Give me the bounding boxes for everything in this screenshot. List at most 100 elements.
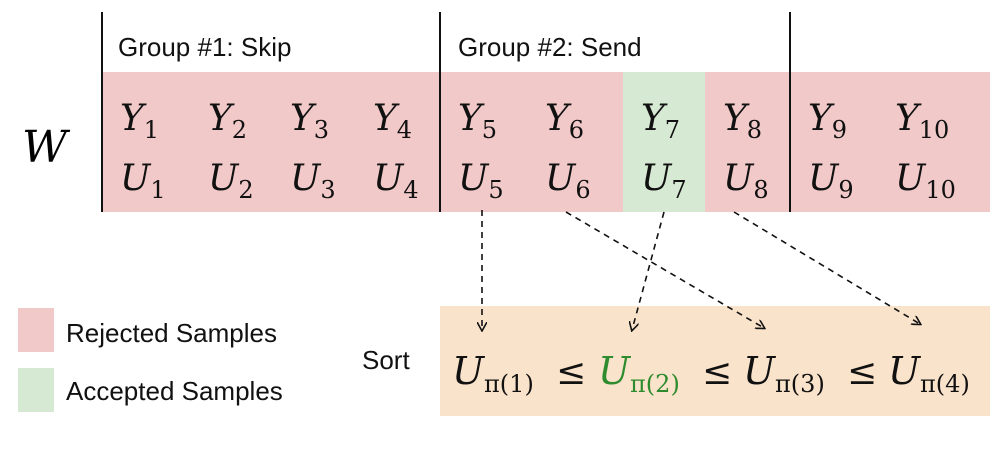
sample-u-4: U4	[373, 158, 419, 204]
sample-y-3: Y3	[290, 98, 329, 144]
sample-y-base: Y	[458, 98, 485, 139]
sort-label: Sort	[362, 345, 410, 375]
legend: Rejected Samples Accepted Samples	[18, 308, 283, 412]
sample-y-base: Y	[545, 98, 572, 139]
arrow-u6-to-pi3	[565, 211, 764, 328]
sample-u-subscript: 6	[575, 176, 590, 204]
sort-term-subscript: π(4)	[920, 370, 970, 398]
sample-y-7: Y7	[641, 98, 680, 144]
sample-u-2: U2	[208, 158, 254, 204]
sort-term-subscript: π(1)	[484, 370, 534, 398]
sample-y-10: Y10	[895, 98, 949, 144]
sample-cell-7	[623, 72, 705, 212]
sample-u-8: U8	[723, 158, 769, 204]
sample-u-base: U	[723, 158, 755, 199]
sample-y-subscript: 2	[232, 116, 247, 144]
group-dividers	[101, 12, 791, 212]
sample-u-base: U	[120, 158, 152, 199]
sample-u-subscript: 9	[838, 176, 853, 204]
sort-box	[440, 306, 990, 416]
sample-y-subscript: 6	[569, 116, 584, 144]
sample-y-4: Y4	[373, 98, 412, 144]
sample-y-base: Y	[895, 98, 922, 139]
sort-arrows	[482, 210, 920, 330]
sort-operator-3: ≤	[847, 352, 877, 393]
sample-y-base: Y	[373, 98, 400, 139]
sample-u-subscript: 2	[238, 176, 253, 204]
sample-cell-9	[790, 72, 877, 212]
sample-u-9: U9	[808, 158, 854, 204]
sample-u-base: U	[641, 158, 673, 199]
sample-y-1: Y1	[120, 98, 159, 144]
sample-y-2: Y2	[208, 98, 247, 144]
sample-u-base: U	[208, 158, 240, 199]
sample-y-base: Y	[723, 98, 750, 139]
sample-y-subscript: 10	[919, 116, 950, 144]
legend-label-rejected: Rejected Samples	[66, 318, 277, 348]
sample-u-subscript: 4	[403, 176, 418, 204]
sample-y-5: Y5	[458, 98, 497, 144]
sample-u-3: U3	[290, 158, 336, 204]
sample-y-subscript: 4	[397, 116, 412, 144]
sort-operator-2: ≤	[702, 352, 732, 393]
sample-symbols: Y1U1Y2U2Y3U3Y4U4Y5U5Y6U6Y7U7Y8U8Y9U9Y10U…	[120, 98, 956, 204]
sample-u-7: U7	[641, 158, 687, 204]
sample-u-base: U	[373, 158, 405, 199]
sample-cell-3	[272, 72, 355, 212]
group-1-label: Group #1: Skip	[118, 32, 291, 62]
sample-y-base: Y	[120, 98, 147, 139]
legend-swatch-accepted	[18, 368, 54, 412]
sample-u-subscript: 3	[320, 176, 335, 204]
sample-y-base: Y	[808, 98, 835, 139]
sort-term-base: U	[452, 349, 486, 393]
sample-u-subscript: 7	[671, 176, 686, 204]
sort-term-subscript: π(3)	[775, 370, 825, 398]
sample-u-6: U6	[545, 158, 591, 204]
sample-u-base: U	[290, 158, 322, 199]
sort-term-base: U	[598, 349, 632, 393]
sample-u-subscript: 5	[488, 176, 503, 204]
sort-term-2: Uπ(2)	[598, 349, 680, 398]
sample-y-8: Y8	[723, 98, 762, 144]
arrow-u8-to-pi4	[733, 211, 920, 324]
sort-term-base: U	[888, 349, 922, 393]
sort-term-base: U	[743, 349, 777, 393]
sort-term-3: Uπ(3)	[743, 349, 825, 398]
sample-u-base: U	[895, 158, 927, 199]
sample-y-subscript: 5	[482, 116, 497, 144]
group-2-label: Group #2: Send	[458, 32, 642, 62]
sort-term-4: Uπ(4)	[888, 349, 970, 398]
sample-y-subscript: 8	[747, 116, 762, 144]
sample-u-base: U	[458, 158, 490, 199]
sample-u-subscript: 10	[925, 176, 956, 204]
sort-expression: Uπ(1)Uπ(2)Uπ(3)Uπ(4)≤≤≤	[452, 349, 970, 398]
sample-y-subscript: 3	[314, 116, 329, 144]
sample-y-base: Y	[290, 98, 317, 139]
matrix-label: W	[22, 122, 71, 173]
sample-cell-6	[527, 72, 623, 212]
sample-u-5: U5	[458, 158, 504, 204]
arrow-u7-to-pi2	[632, 211, 665, 330]
sample-cell-10	[877, 72, 990, 212]
sample-y-subscript: 9	[832, 116, 847, 144]
sample-u-1: U1	[120, 158, 166, 204]
legend-label-accepted: Accepted Samples	[66, 376, 283, 406]
sample-cell-5	[440, 72, 527, 212]
sample-y-subscript: 1	[144, 116, 159, 144]
sample-u-base: U	[545, 158, 577, 199]
legend-swatch-rejected	[18, 308, 54, 352]
sample-y-9: Y9	[808, 98, 847, 144]
sample-u-subscript: 1	[150, 176, 165, 204]
sample-u-10: U10	[895, 158, 956, 204]
sample-y-subscript: 7	[665, 116, 680, 144]
sample-u-base: U	[808, 158, 840, 199]
sample-cell-4	[355, 72, 440, 212]
sort-term-subscript: π(2)	[630, 370, 680, 398]
sort-term-1: Uπ(1)	[452, 349, 534, 398]
sample-cell-8	[705, 72, 790, 212]
sample-cells	[102, 72, 990, 212]
sample-y-6: Y6	[545, 98, 584, 144]
sort-operator-1: ≤	[556, 352, 586, 393]
sample-cell-2	[190, 72, 272, 212]
